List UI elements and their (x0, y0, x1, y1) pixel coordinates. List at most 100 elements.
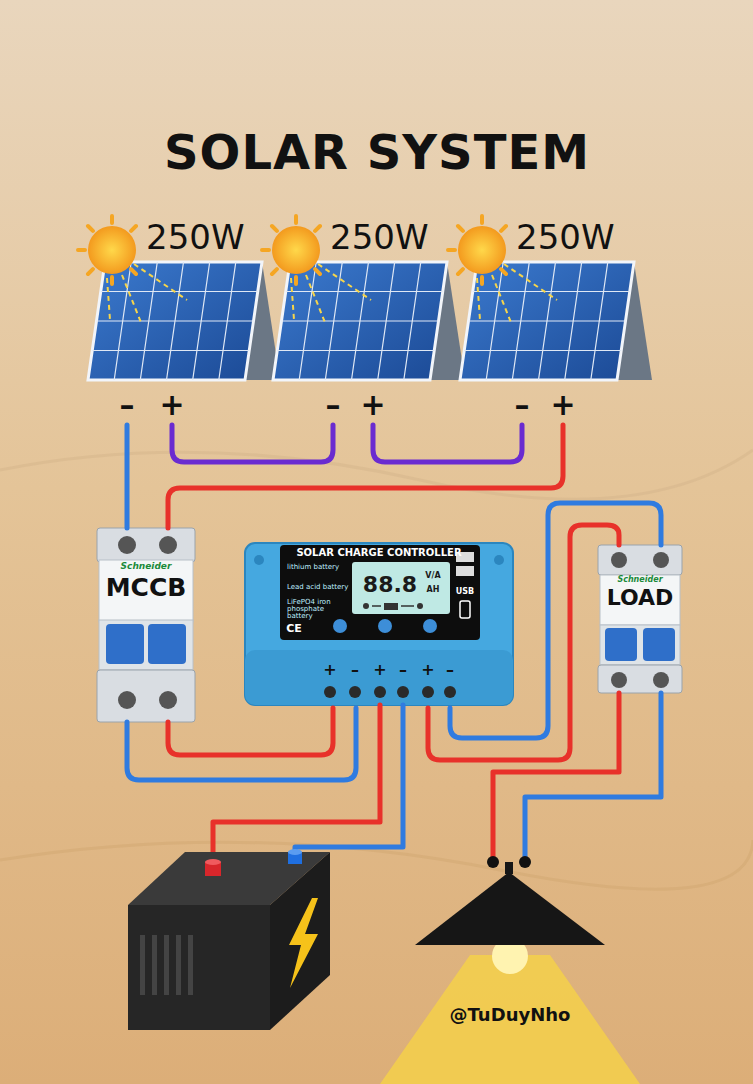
wire-connector (125, 425, 130, 528)
load-breaker-art (598, 545, 682, 693)
lcd-icon (363, 603, 369, 609)
charge-controller: SOLAR CHARGE CONTROLLER (245, 540, 513, 708)
node-text: MCCB (106, 574, 187, 603)
lamp-terminal (519, 856, 531, 868)
load-breaker: LOAD (598, 545, 682, 693)
mount-hole (254, 555, 264, 565)
usb-port (456, 566, 474, 576)
terminal-screw (118, 691, 136, 709)
wire-connector (168, 708, 333, 755)
lcd-icon (372, 605, 414, 607)
battery-vents (140, 935, 193, 995)
breaker-body (99, 560, 193, 622)
solar-panel-art (460, 262, 669, 380)
terminal-block (598, 665, 682, 693)
wire-connector (428, 525, 619, 760)
lamp-terminal (487, 856, 499, 868)
controller-housing (245, 543, 513, 705)
wire-connector (172, 425, 333, 462)
part-label: + (421, 662, 434, 678)
lamp-stem (505, 862, 513, 874)
terminal-screw (611, 672, 627, 688)
lamp-wires (493, 693, 661, 858)
battery-terminal-positive (205, 859, 221, 865)
battery-terminal-negative (288, 849, 302, 855)
terminal-screw (159, 536, 177, 554)
part-label: + (550, 390, 575, 420)
part-label: USB (456, 588, 474, 596)
part-label: LiFePO4 iron phosphate battery (287, 599, 349, 620)
terminal-block (97, 528, 195, 562)
lightning-bolt (289, 898, 318, 988)
part-label: + (323, 662, 336, 678)
solar-panel-art (273, 262, 482, 380)
part-label: + (159, 390, 184, 420)
part-label: + (360, 390, 385, 420)
part-label: – (515, 390, 530, 420)
part-label: + (373, 662, 386, 678)
battery-front (128, 905, 270, 1030)
charge-controller-art (245, 543, 513, 705)
mccb-breaker-art (97, 528, 195, 722)
mccb-breaker: MCCB (97, 528, 195, 722)
terminal-screws (324, 686, 456, 698)
terminal-screw (118, 536, 136, 554)
terminal-screw (159, 691, 177, 709)
part-label: – (399, 662, 407, 678)
phone-icon (460, 601, 470, 618)
light-beam (380, 955, 640, 1084)
wire-positive (493, 693, 619, 858)
lamp-art (380, 856, 640, 1084)
toggle-area (600, 625, 680, 665)
controller-screen (280, 545, 480, 640)
terminal-block (598, 545, 682, 575)
terminal-screw (653, 672, 669, 688)
solar-panel-art (88, 262, 297, 380)
part-label: lithium battery (287, 564, 349, 571)
wire-connector (168, 425, 563, 528)
battery-art (128, 849, 330, 1030)
diagram-title: SOLAR SYSTEM (164, 128, 590, 176)
toggle-handle (148, 624, 186, 664)
battery-side (270, 852, 330, 1030)
node-text: LOAD (607, 585, 674, 610)
part-label: – (120, 390, 135, 420)
part-label: – (326, 390, 341, 420)
lcd-icon (417, 603, 423, 609)
part-label: Schneider (617, 576, 662, 584)
node-text: 250W (516, 218, 615, 257)
toggle-handle (605, 628, 637, 661)
terminal-block (97, 670, 195, 722)
part-label: Lead acid battery (287, 584, 349, 591)
part-label: CE (286, 623, 302, 634)
battery-wires (213, 705, 403, 866)
wire-connector (373, 425, 522, 462)
lamp-shade (415, 872, 605, 945)
control-button (378, 619, 392, 633)
part-label: V/A (425, 572, 440, 580)
lcd-display (352, 562, 450, 614)
part-label: Schneider (121, 562, 172, 571)
terminal-screw (653, 552, 669, 568)
part-label: @TuDuyNho (450, 1006, 571, 1024)
terminal-screw (611, 552, 627, 568)
toggle-handle (643, 628, 675, 661)
wire-connector (450, 503, 661, 738)
terminal-band (245, 650, 513, 705)
control-button (333, 619, 347, 633)
node-text: SOLAR CHARGE CONTROLLER (296, 547, 461, 559)
breaker-body (600, 575, 680, 625)
part-label: AH (427, 586, 440, 594)
wire-connector (127, 708, 356, 780)
toggle-handle (106, 624, 144, 664)
part-label: 88.8 (363, 574, 417, 596)
node-text: 250W (330, 218, 429, 257)
lcd-icon (384, 603, 398, 610)
toggle-area (99, 620, 193, 670)
node-text: 250W (146, 218, 245, 257)
part-label: – (351, 662, 359, 678)
control-button (423, 619, 437, 633)
mount-hole (494, 555, 504, 565)
part-label: – (446, 662, 454, 678)
